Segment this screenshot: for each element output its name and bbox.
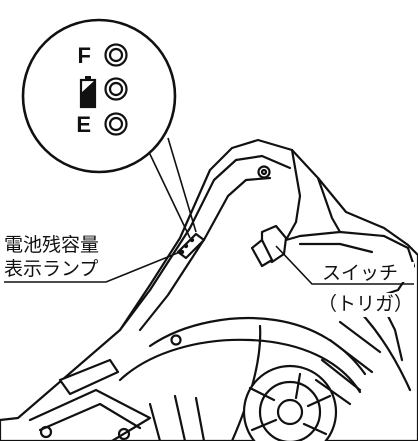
base-plate — [28, 358, 206, 441]
battery-indicator-label-line2: 表示ランプ — [4, 258, 98, 280]
tool-body-illustration — [0, 138, 418, 441]
blade-wheel — [242, 364, 338, 441]
switch-callout: スイッチ （トリガ） — [275, 245, 416, 317]
lamp-middle — [104, 77, 128, 101]
battery-indicator-on-tool — [176, 232, 206, 260]
handle-back-edge — [284, 148, 302, 242]
handle-outline — [0, 138, 418, 441]
switch-label-line1: スイッチ — [322, 262, 398, 284]
handle-ridge — [118, 154, 292, 332]
trigger-icon — [250, 224, 288, 268]
switch-leader — [275, 245, 414, 285]
inset-leader-lines — [147, 137, 197, 239]
trigger-line — [298, 242, 374, 254]
empty-charge-letter: E — [76, 112, 91, 137]
switch-label-line2: （トリガ） — [318, 293, 413, 315]
lamp-empty — [104, 112, 128, 136]
indicator-lamp-row — [104, 43, 128, 136]
detail-inset: F E — [21, 18, 177, 174]
battery-indicator-label-line1: 電池残容量 — [4, 234, 99, 256]
lamp-full — [104, 43, 128, 67]
battery-indicator-callout: 電池残容量 表示ランプ — [4, 234, 181, 283]
battery-indicator-leader — [4, 251, 181, 283]
full-charge-letter: F — [78, 43, 91, 68]
battery-level-icon — [79, 76, 97, 109]
inset-circle — [21, 18, 177, 174]
grip-upper-edge — [316, 176, 342, 234]
handle-screws — [39, 165, 271, 441]
handle-inner-ridge — [138, 176, 272, 332]
